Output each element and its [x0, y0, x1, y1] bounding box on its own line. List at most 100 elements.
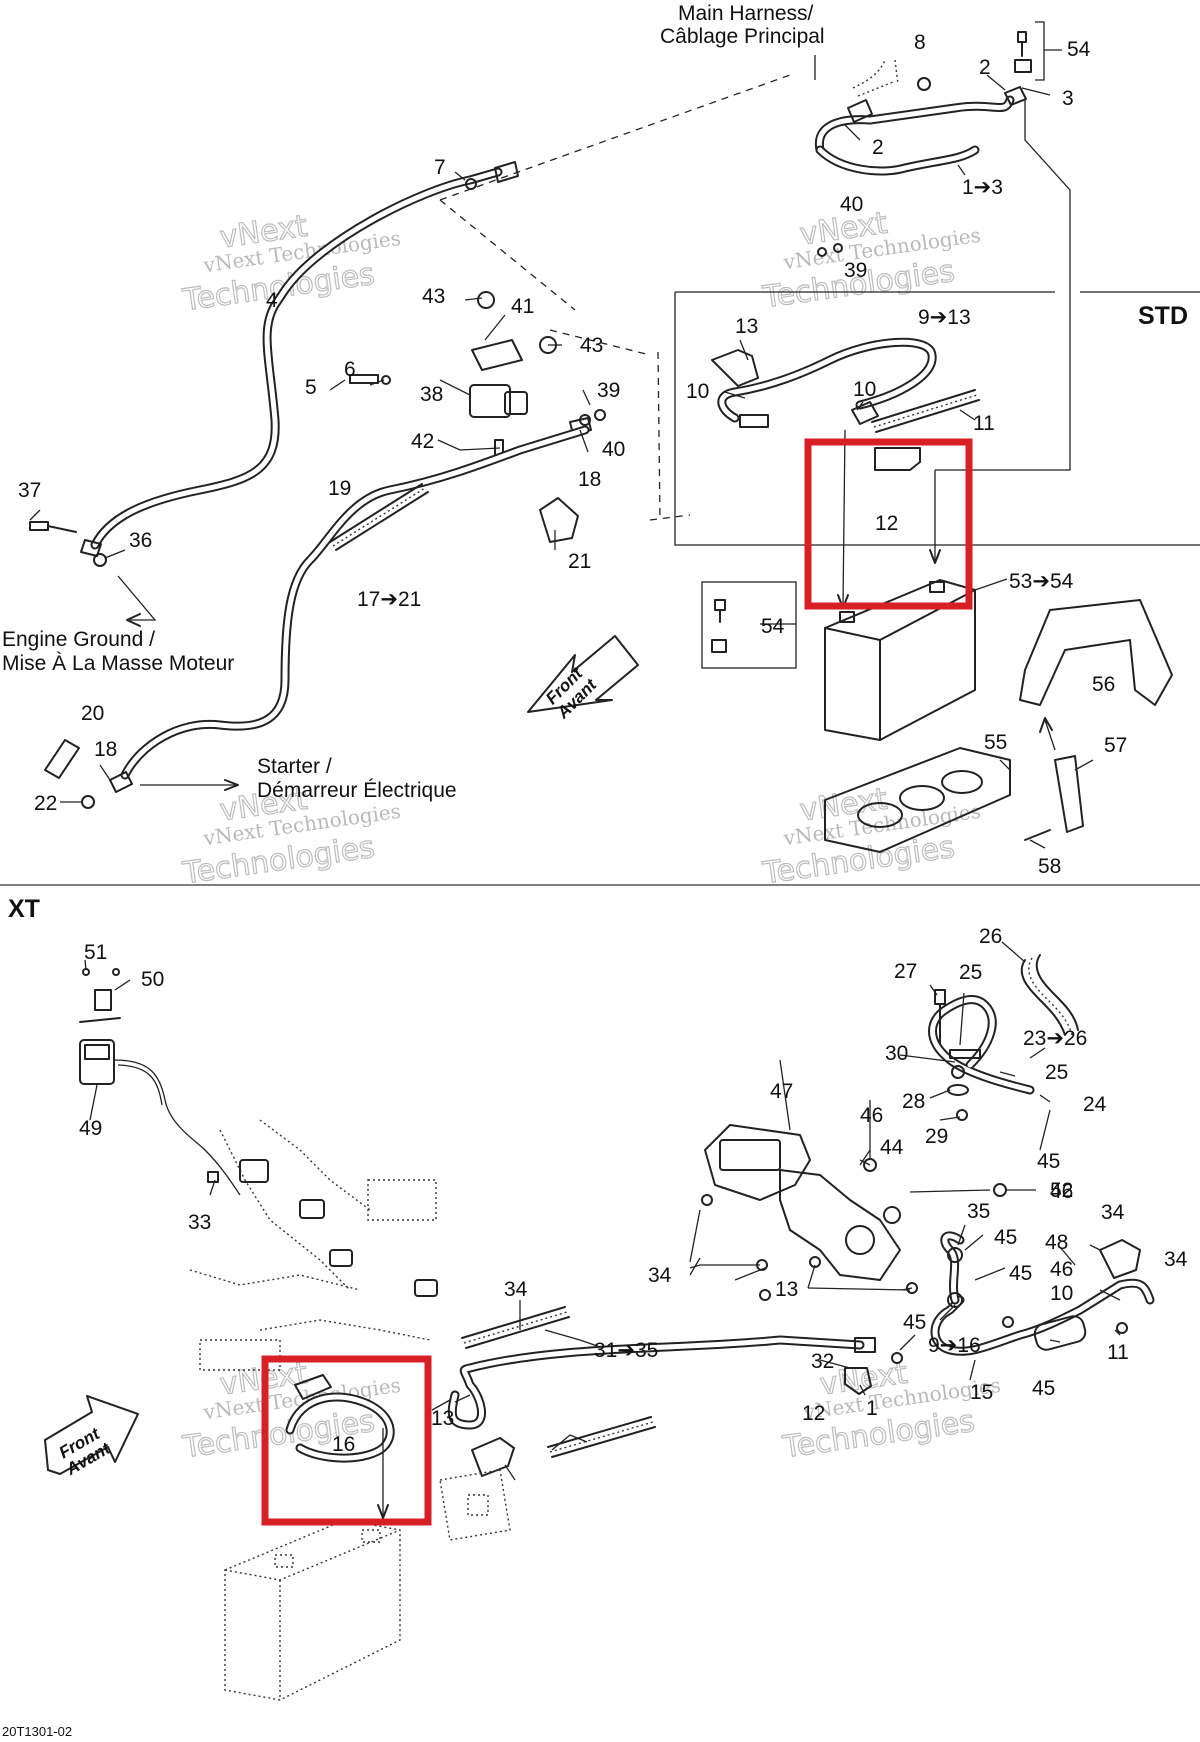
boot-15: [844, 1367, 872, 1395]
watermark-group: vNext vNext Technologies Technologies vN…: [180, 205, 1003, 1466]
callout-label: 18: [94, 738, 117, 761]
callout-label: 26: [979, 925, 1002, 948]
callout-label: 13: [735, 315, 758, 338]
note-starter: Démarreur Électrique: [257, 779, 457, 802]
terminal-2: [847, 99, 873, 123]
callout-label: 1: [866, 1397, 878, 1420]
std-highlight-box: [804, 438, 973, 610]
callout-label: 35: [967, 1200, 990, 1223]
callout-label: 15: [970, 1381, 993, 1404]
callout-label: 8: [914, 31, 926, 54]
callout-label: 10: [853, 378, 876, 401]
nut-8: [917, 77, 931, 91]
callout-label: 13: [775, 1278, 798, 1301]
callout-label: 11: [973, 412, 995, 435]
boot-35: [1099, 1239, 1141, 1279]
bracket-41: [471, 339, 523, 371]
callout-label: 45: [994, 1226, 1017, 1249]
callout-label: 39: [844, 259, 867, 282]
callout-label: 57: [1104, 734, 1127, 757]
boot-16: [471, 1437, 515, 1477]
callout-label: 22: [34, 792, 57, 815]
callout-label: 38: [420, 383, 443, 406]
callout-label: 37: [18, 479, 41, 502]
note-engine-ground: Engine Ground /: [2, 628, 155, 651]
callout-label: 58: [1038, 855, 1061, 878]
callout-label: 25: [959, 961, 982, 984]
relay-38: [469, 384, 511, 418]
callout-label: 40: [602, 438, 625, 461]
callout-label: 43: [422, 285, 445, 308]
callout-label: 2: [979, 56, 991, 79]
callout-label: 46: [860, 1104, 883, 1127]
callout-label: 33: [188, 1211, 211, 1234]
callout-label: 48: [1045, 1231, 1068, 1254]
callout-label: 45: [903, 1311, 926, 1334]
callout-label: 2: [872, 136, 884, 159]
callout-label: 4: [266, 289, 278, 312]
note-engine-ground: Mise À La Masse Moteur: [2, 652, 234, 675]
xt-section-drawing: [79, 954, 1155, 1701]
callout-label: 42: [411, 430, 434, 453]
switch-49: [79, 1039, 115, 1085]
callout-label: 53➔54: [1009, 570, 1074, 593]
callout-label: 16: [332, 1433, 355, 1456]
callout-label: 27: [894, 960, 917, 983]
callout-label: 11: [1107, 1341, 1129, 1364]
callout-label: 46: [1050, 1180, 1073, 1203]
callout-label: 34: [1101, 1201, 1125, 1224]
callout-label: 47: [770, 1080, 793, 1103]
callout-label: 12: [875, 512, 898, 535]
callout-label: 24: [1083, 1093, 1107, 1116]
callout-label: 34: [648, 1264, 672, 1287]
callout-label: 45: [1037, 1150, 1060, 1173]
callout-label: 25: [1045, 1061, 1068, 1084]
front-direction-arrow: Front Avant: [527, 635, 639, 723]
battery-53: [824, 579, 976, 741]
std-section-drawing: [29, 21, 1200, 853]
callout-label: 31➔35: [594, 1339, 658, 1362]
callout-label: 50: [141, 968, 164, 991]
callout-label: 13: [431, 1407, 454, 1430]
callout-label: 45: [1032, 1377, 1055, 1400]
callout-label: 9➔13: [918, 306, 971, 329]
section-label-std: STD: [1138, 302, 1188, 330]
callout-label: 52: [1050, 1179, 1073, 1202]
callout-layer: 8 54 2 3 2 1➔3 7 40 39 4 43 41 43 13 9➔1…: [18, 31, 1188, 1456]
callout-label: 43: [580, 334, 603, 357]
callout-label: 56: [1092, 673, 1115, 696]
callout-label: 54: [1067, 38, 1091, 61]
callout-label: 40: [840, 193, 863, 216]
callout-label: 32: [811, 1350, 834, 1373]
callout-label: 49: [79, 1117, 102, 1140]
callout-label: 9➔16: [928, 1334, 981, 1357]
figure-code: 20T1301-02: [2, 1724, 72, 1739]
callout-label: 23➔26: [1023, 1027, 1087, 1050]
callout-label: 54: [761, 615, 785, 638]
front-direction-arrow: Front Avant: [44, 1395, 139, 1479]
callout-label: 7: [434, 156, 446, 179]
callout-label: 1➔3: [962, 176, 1003, 199]
callout-label: 34: [1164, 1248, 1188, 1271]
clip-54: [1014, 59, 1032, 73]
callout-label: 28: [902, 1090, 925, 1113]
solenoid-44: [779, 1169, 901, 1281]
callout-label: 39: [597, 379, 620, 402]
callout-label: 5: [305, 376, 317, 399]
note-starter: Starter /: [257, 755, 332, 778]
callout-label: 21: [568, 550, 591, 573]
callout-label: 6: [344, 358, 356, 381]
callout-label: 30: [885, 1042, 908, 1065]
callout-label: 12: [802, 1402, 825, 1425]
note-main-harness: Main Harness/: [678, 2, 814, 25]
callout-label: 3: [1062, 87, 1074, 110]
callout-label: 55: [984, 731, 1007, 754]
note-main-harness: Câblage Principal: [660, 25, 825, 48]
callout-label: 36: [129, 529, 152, 552]
callout-label: 29: [925, 1125, 948, 1148]
callout-label: 17➔21: [357, 588, 421, 611]
battery-xt: [224, 1519, 401, 1701]
strap-56: [1019, 599, 1173, 706]
bracket-57: [1054, 755, 1084, 833]
